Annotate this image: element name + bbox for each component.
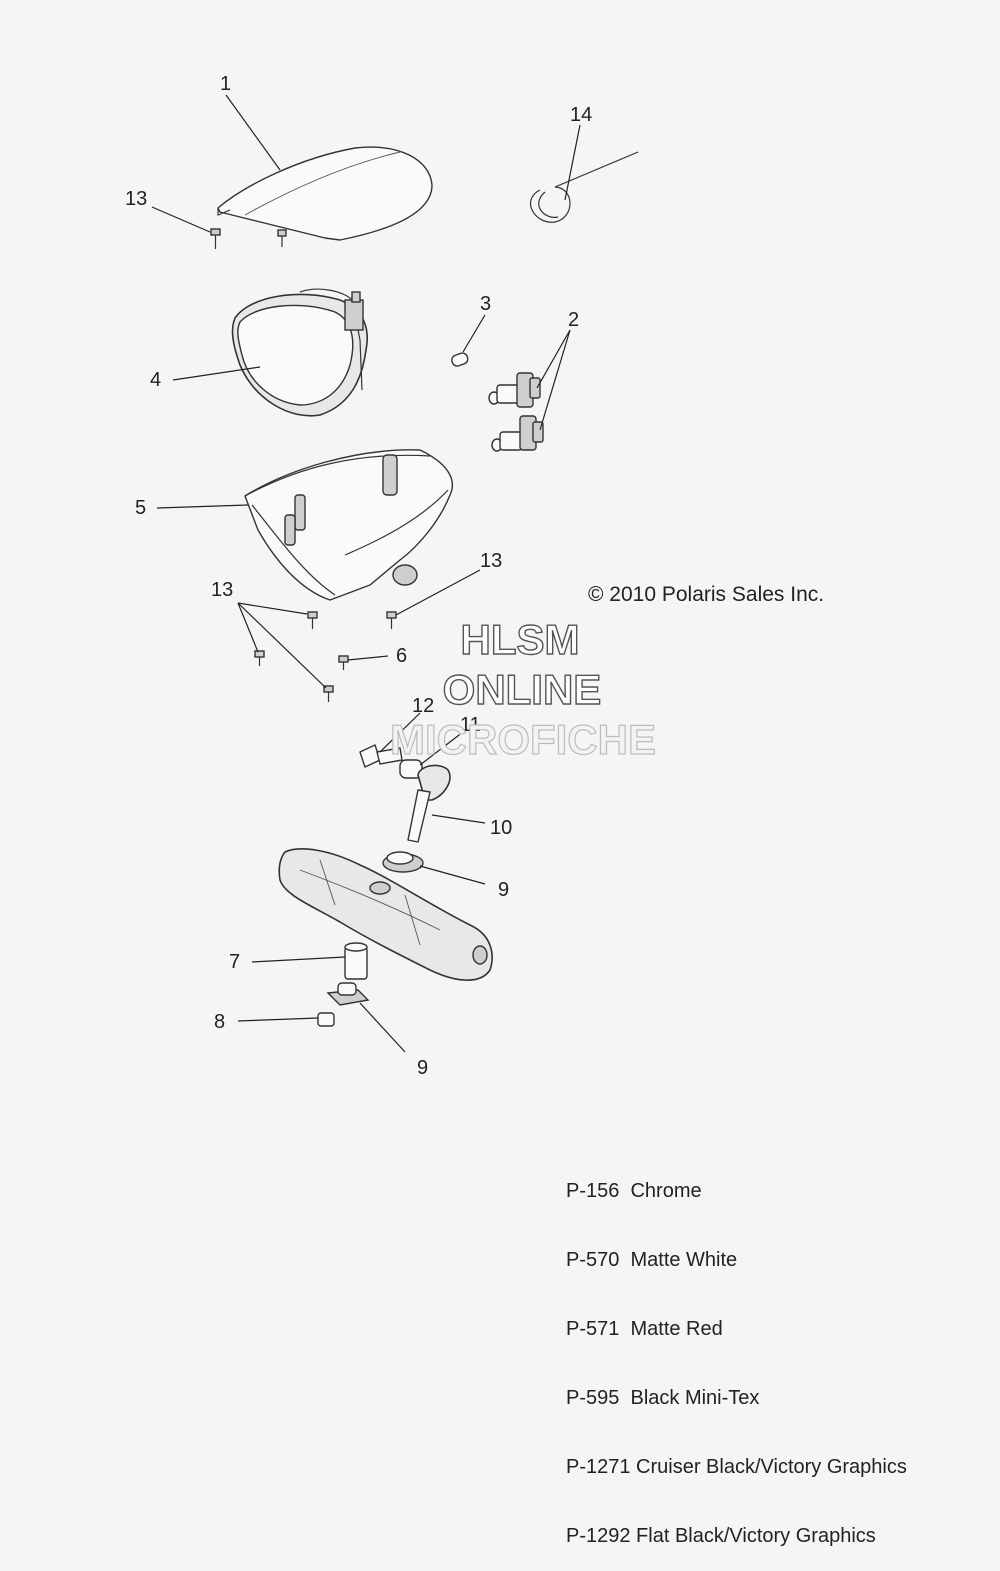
- watermark-line-3: MICROFICHE: [390, 716, 656, 763]
- copyright-text: © 2010 Polaris Sales Inc.: [588, 583, 824, 606]
- leader-lines: [151, 94, 581, 1053]
- part-10-bracket: [407, 764, 451, 843]
- legend-item: P-571 Matte Red: [566, 1318, 723, 1340]
- part-4-headlight: [231, 288, 369, 417]
- part-13-screw-low-left: [254, 650, 265, 666]
- part-8-nut: [317, 1012, 335, 1027]
- part-13-screw-mid-right: [386, 611, 397, 629]
- callout-5: 5: [135, 497, 146, 519]
- part-9-bushing-lower: [326, 982, 370, 1006]
- parts-diagram: 1 14 13 3 2 4 5 13 13 6 12 11 10 9 7 8 9…: [125, 73, 824, 1079]
- part-3-bulb: [451, 352, 469, 367]
- watermark-line-2: ONLINE: [443, 666, 602, 713]
- callout-12: 12: [412, 695, 434, 717]
- part-12-bolt: [359, 744, 403, 768]
- callout-13-top: 13: [125, 188, 147, 210]
- part-14-cable-tie: [529, 151, 639, 223]
- callout-8: 8: [214, 1011, 225, 1033]
- callout-9-lower: 9: [417, 1057, 428, 1079]
- legend-item: P-570 Matte White: [566, 1249, 738, 1271]
- callout-13-right: 13: [480, 550, 502, 572]
- part-13-screw-top-left: [210, 228, 221, 249]
- part-5-headlight-bucket: [244, 449, 454, 601]
- callout-2: 2: [568, 309, 579, 331]
- part-13-screw-mid-left: [307, 611, 318, 629]
- part-9-bushing-upper: [382, 851, 424, 873]
- callout-4: 4: [150, 369, 161, 391]
- part-6-screw: [338, 655, 349, 670]
- callout-3: 3: [480, 293, 491, 315]
- part-2-bulb-upper: [488, 372, 541, 408]
- part-1-visor: [217, 146, 433, 241]
- legend-item: P-595 Black Mini-Tex: [566, 1387, 760, 1409]
- watermark-line-1: HLSM: [461, 616, 580, 663]
- callout-7: 7: [229, 951, 240, 973]
- callout-13-left: 13: [211, 579, 233, 601]
- watermark: HLSM ONLINE MICROFICHE: [389, 615, 656, 763]
- part-13-screw-low-center: [323, 685, 334, 702]
- part-13-screw-top-center: [277, 229, 287, 247]
- legend-item: P-1292 Flat Black/Victory Graphics: [566, 1525, 876, 1547]
- part-7-sleeve: [344, 942, 368, 980]
- triple-clamp: [278, 848, 493, 981]
- legend-item: P-1271 Cruiser Black/Victory Graphics: [566, 1456, 907, 1478]
- legend-item: P-156 Chrome: [566, 1180, 702, 1202]
- callout-1: 1: [220, 73, 231, 95]
- callout-14: 14: [570, 104, 592, 126]
- callout-9-upper: 9: [498, 879, 509, 901]
- paint-code-legend: P-156 Chrome P-570 Matte White P-571 Mat…: [566, 1134, 907, 1571]
- callout-11: 11: [460, 714, 481, 736]
- part-2-bulb-lower: [491, 415, 544, 452]
- callout-10: 10: [490, 817, 512, 839]
- callout-6: 6: [396, 645, 407, 667]
